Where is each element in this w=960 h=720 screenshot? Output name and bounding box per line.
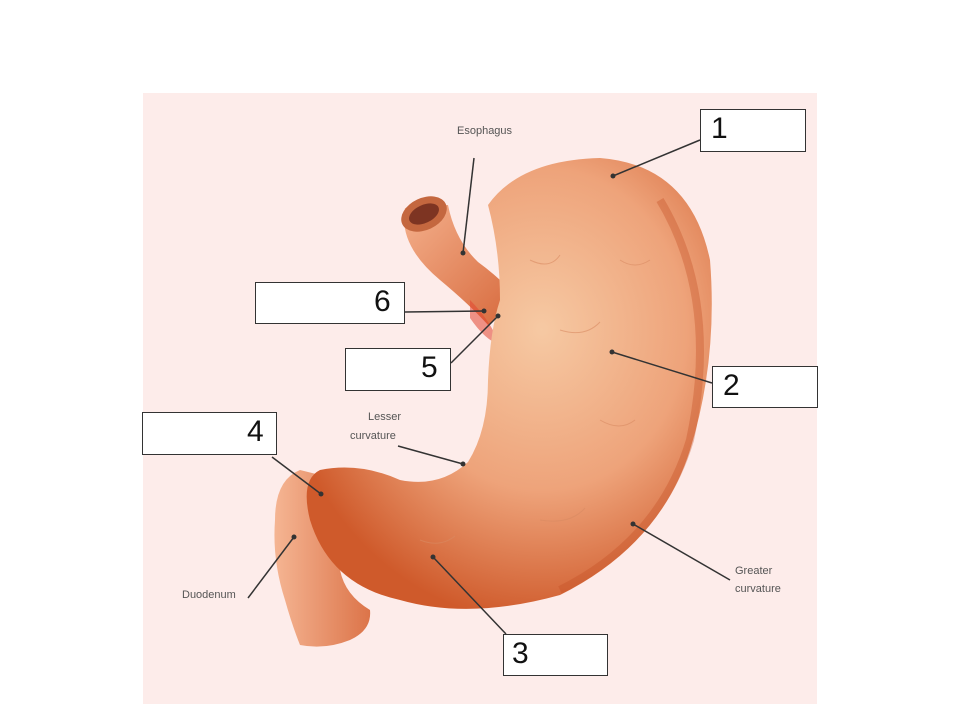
leader-line-6 xyxy=(404,310,485,313)
leader-line-3 xyxy=(432,556,507,635)
answer-box-4[interactable]: 4 xyxy=(142,412,277,455)
greater-curvature-label-line2: curvature xyxy=(735,583,781,595)
answer-box-5[interactable]: 5 xyxy=(345,348,451,391)
lesser-curvature-label-line1: Lesser xyxy=(368,411,402,423)
answer-box-number: 1 xyxy=(711,112,728,145)
answer-box-6[interactable]: 6 xyxy=(255,282,405,324)
anchor-dots xyxy=(291,173,636,560)
greater-curvature-label-line1: Greater xyxy=(735,565,773,577)
answer-box-number: 5 xyxy=(421,351,438,384)
answer-box-number: 3 xyxy=(512,637,529,670)
answer-box-3[interactable]: 3 xyxy=(503,634,608,676)
esophagus-leader-line xyxy=(462,157,475,254)
answer-box-number: 6 xyxy=(374,285,391,318)
answer-box-number: 4 xyxy=(247,415,264,448)
duodenum-label: Duodenum xyxy=(182,589,236,601)
leader-line-1 xyxy=(612,139,701,177)
answer-box-2[interactable]: 2 xyxy=(712,366,818,408)
lesser-curvature-label-line2: curvature xyxy=(350,430,396,442)
answer-box-number: 2 xyxy=(723,369,740,402)
duodenum-shape xyxy=(274,470,371,647)
answer-box-1[interactable]: 1 xyxy=(700,109,806,152)
leader-lines xyxy=(247,139,731,635)
greater-curvature-leader-line xyxy=(632,523,731,581)
leader-line-2 xyxy=(611,351,713,384)
lesser-curvature-leader-line xyxy=(397,445,464,465)
esophagus-label: Esophagus xyxy=(457,125,513,137)
duodenum-leader-line xyxy=(247,536,295,599)
leader-line-5 xyxy=(450,315,499,364)
stomach-body xyxy=(306,158,712,609)
leader-line-4 xyxy=(271,456,322,495)
